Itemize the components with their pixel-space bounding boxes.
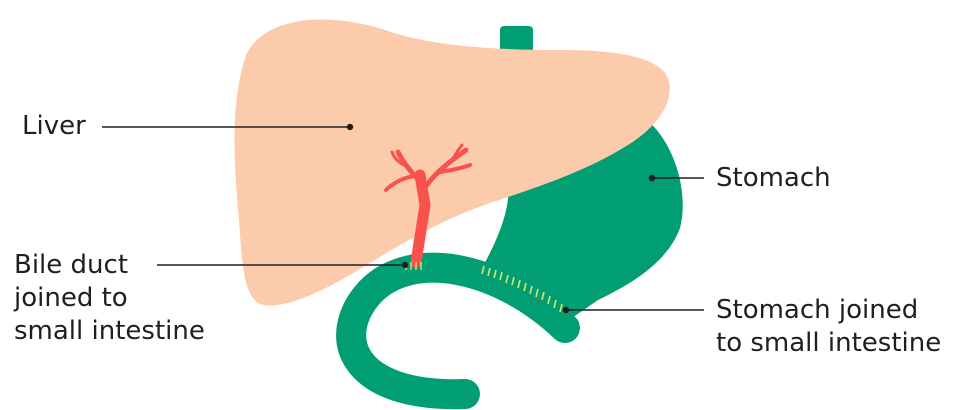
bile-duct-label-line-2: joined to (14, 282, 205, 315)
bile-duct-leader-dot (402, 262, 408, 268)
stomach-joined-label-line-2: to small intestine (716, 327, 941, 360)
stomach-joined-label-line-1: Stomach joined (716, 294, 941, 327)
bile-duct-label: Bile duct joined to small intestine (14, 249, 205, 348)
liver-leader-dot (347, 124, 353, 130)
stomach-joined-leader-dot (563, 307, 569, 313)
stomach-label: Stomach (716, 162, 831, 195)
stomach-leader-dot (649, 175, 655, 181)
bile-duct-label-line-1: Bile duct (14, 249, 205, 282)
bile-duct-label-line-3: small intestine (14, 315, 205, 348)
stomach-joined-label: Stomach joined to small intestine (716, 294, 941, 360)
liver-label: Liver (22, 110, 86, 143)
small-intestine (351, 268, 565, 394)
